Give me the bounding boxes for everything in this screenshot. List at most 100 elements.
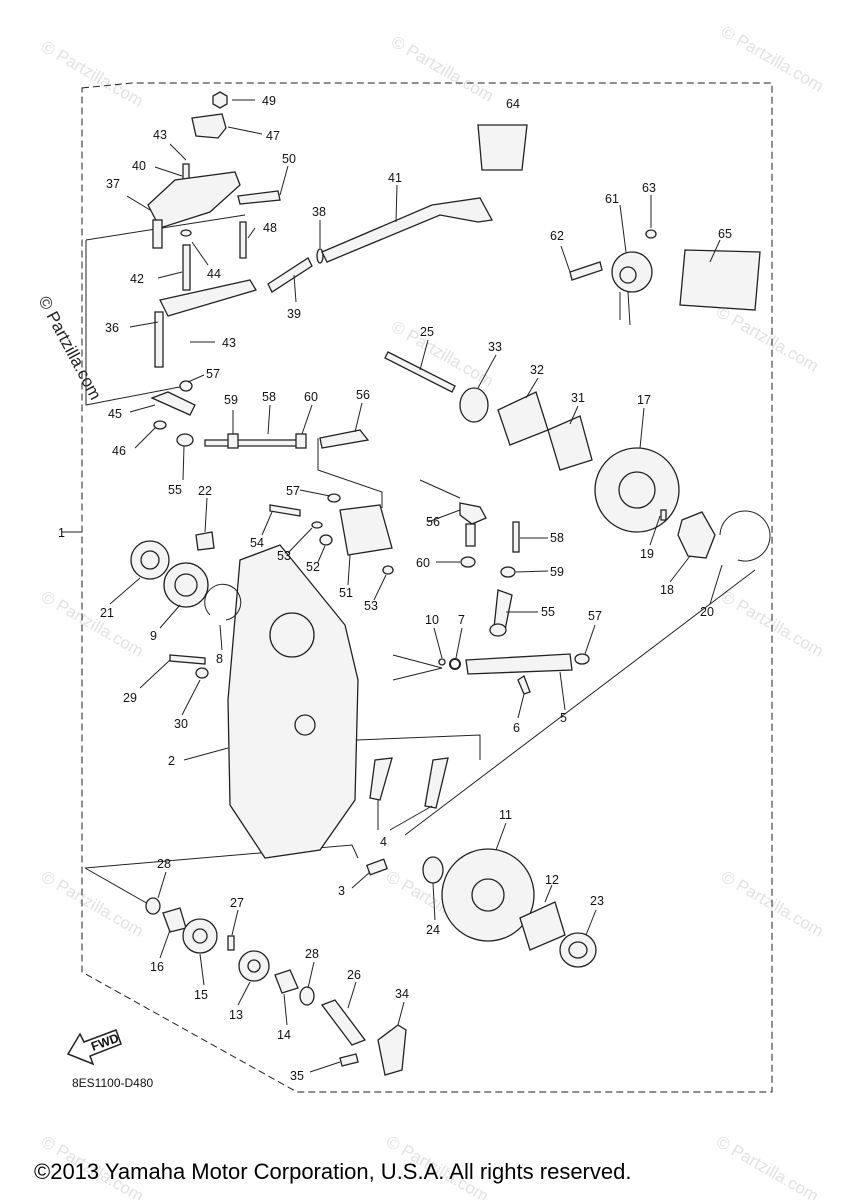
callout: 43 [222, 336, 236, 350]
watermark: © Partzilla.com [713, 302, 822, 376]
callout: 37 [106, 177, 120, 191]
link-4a [369, 757, 393, 801]
circlip-20 [719, 510, 771, 562]
circlip-8 [204, 583, 242, 621]
callout: 57 [286, 484, 300, 498]
part-47 [191, 113, 227, 139]
lever-51 [339, 504, 393, 556]
nut-60b [460, 556, 476, 568]
callout: 40 [132, 159, 146, 173]
callout: 59 [550, 565, 564, 579]
washer-24 [422, 856, 444, 884]
callout: 25 [420, 325, 434, 339]
callout: 62 [550, 229, 564, 243]
case-2 [227, 544, 359, 859]
callout: 7 [458, 613, 465, 627]
callout: 1 [58, 526, 65, 540]
callout: 2 [168, 754, 175, 768]
nut-18 [677, 511, 716, 559]
watermark: © Partzilla.com [388, 32, 497, 106]
callout: 30 [174, 717, 188, 731]
callout: 33 [488, 340, 502, 354]
washer-30 [195, 667, 209, 679]
callout: 17 [637, 393, 651, 407]
callout: 21 [100, 606, 114, 620]
callout: 26 [347, 968, 361, 982]
callout: 57 [588, 609, 602, 623]
spring-39 [267, 257, 313, 293]
washer-53b [382, 565, 394, 575]
label-64 [477, 124, 528, 171]
callout: 5 [560, 711, 567, 725]
fwd-arrow-icon: FWD [66, 1029, 122, 1066]
callout: 16 [150, 960, 164, 974]
washer-44 [180, 229, 192, 237]
pin-19 [660, 509, 667, 521]
linkage-group [365, 502, 590, 876]
bolt-62 [569, 261, 603, 281]
callout: 43 [153, 128, 167, 142]
lower-gears [145, 848, 597, 1076]
rod-springs [204, 197, 494, 449]
washer-28a [145, 897, 161, 915]
spring-32 [497, 391, 549, 446]
callout: 53 [277, 549, 291, 563]
rod-58 [204, 439, 306, 447]
callout: 51 [339, 586, 353, 600]
callout: 27 [230, 896, 244, 910]
lever-36 [159, 279, 257, 317]
pin-6 [517, 675, 531, 695]
callout: 64 [506, 97, 520, 111]
callout: 55 [541, 605, 555, 619]
nut-57b [327, 493, 341, 503]
callout: 55 [168, 483, 182, 497]
callout: 18 [660, 583, 674, 597]
callout: 41 [388, 171, 402, 185]
callout: 54 [250, 536, 264, 550]
rod-58b [512, 521, 520, 553]
callout: 12 [545, 873, 559, 887]
callout: 15 [194, 988, 208, 1002]
washer-28b [299, 986, 315, 1006]
side-watermark: © Partzilla.com [34, 293, 105, 403]
callout: 20 [700, 605, 714, 619]
link-4b [424, 757, 449, 809]
callout: 39 [287, 307, 301, 321]
callout: 3 [338, 884, 345, 898]
bolt-35 [339, 1053, 359, 1067]
washer-53 [311, 521, 323, 529]
sensor-group [477, 124, 761, 326]
bolt-29 [169, 654, 206, 665]
callout: 11 [499, 808, 512, 822]
callout: 38 [312, 205, 326, 219]
collar-33 [459, 387, 489, 423]
callout: 34 [395, 987, 409, 1001]
bracket-34 [377, 1024, 407, 1076]
callout: 52 [306, 560, 320, 574]
nut-57 [179, 380, 193, 392]
callout: 28 [157, 857, 171, 871]
callout: 63 [642, 181, 656, 195]
chaincase [130, 493, 394, 859]
callout: 61 [605, 192, 619, 206]
callout: 22 [198, 484, 212, 498]
callout: 14 [277, 1028, 291, 1042]
watermark: © Partzilla.com [713, 1132, 822, 1200]
bearing-31 [547, 415, 593, 471]
assembly-boundary [81, 82, 773, 1093]
nut-49 [212, 91, 228, 109]
label-65 [679, 249, 761, 311]
callout: 60 [416, 556, 430, 570]
watermark: © Partzilla.com [718, 22, 827, 96]
bearing-12 [519, 901, 566, 951]
callout: 60 [304, 390, 318, 404]
oring-7 [449, 658, 461, 670]
callout: 48 [263, 221, 277, 235]
watermark: © Partzilla.com [38, 587, 147, 661]
callout: 53 [364, 599, 378, 613]
joint-55 [176, 433, 194, 447]
rod-56b [465, 523, 476, 547]
bracket-assembly [147, 91, 281, 447]
callout: 24 [426, 923, 440, 937]
